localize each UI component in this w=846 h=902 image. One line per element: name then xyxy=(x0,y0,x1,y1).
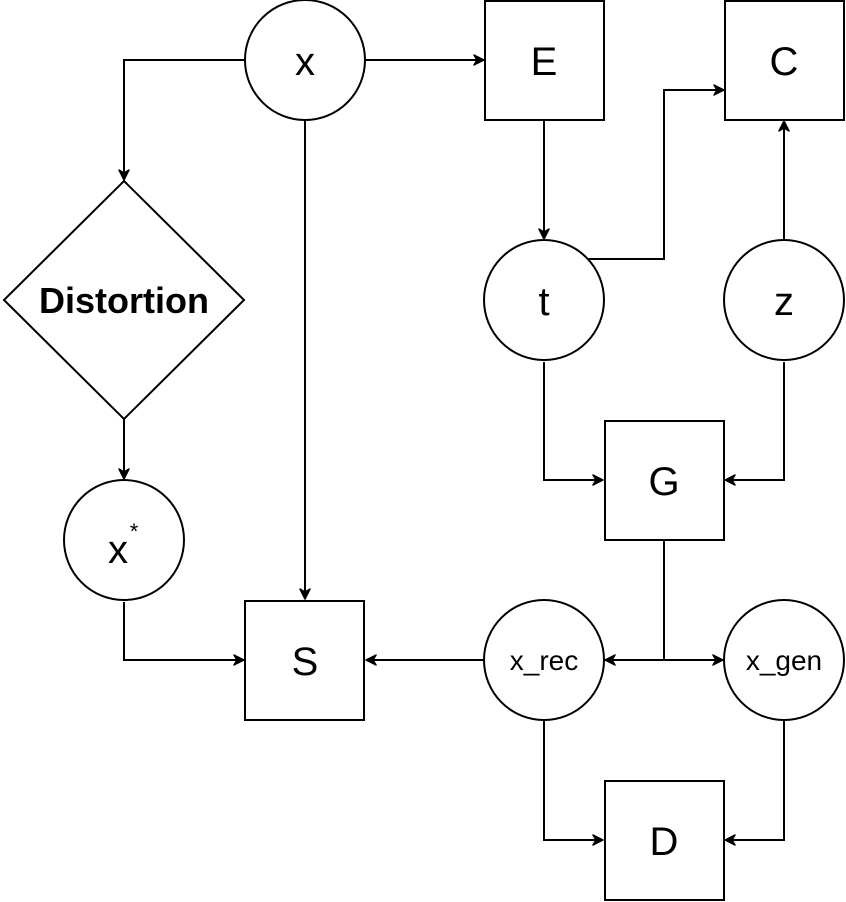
node-x-rec: x_rec xyxy=(483,599,605,721)
node-t: t xyxy=(483,239,605,361)
edge-x-to-distortion xyxy=(118,59,245,181)
node-x-star: x * xyxy=(63,479,185,601)
edge-xrec-to-d xyxy=(543,720,604,846)
node-e: E xyxy=(484,0,605,121)
edge-xgen-to-d xyxy=(724,720,785,846)
node-x-gen: x_gen xyxy=(723,599,845,721)
node-c-label: C xyxy=(770,40,799,84)
edge-z-to-g xyxy=(724,362,785,486)
node-c: C xyxy=(724,0,845,121)
node-t-label: t xyxy=(538,280,549,324)
node-distortion: Distortion xyxy=(2,179,246,421)
node-z: z xyxy=(723,239,845,361)
node-x-rec-label: x_rec xyxy=(510,645,578,676)
node-d: D xyxy=(604,780,725,901)
node-x-star-label: x xyxy=(108,528,128,572)
node-d-label: D xyxy=(650,820,679,864)
node-s: S xyxy=(244,600,365,721)
edges xyxy=(118,54,790,846)
edge-xstar-to-s xyxy=(123,602,245,666)
node-x: x xyxy=(244,0,366,121)
node-x-gen-label: x_gen xyxy=(746,645,822,676)
node-g: G xyxy=(604,420,725,541)
node-distortion-label: Distortion xyxy=(39,280,209,321)
node-g-label: G xyxy=(648,460,679,504)
node-x-star-superscript: * xyxy=(130,519,139,544)
node-e-label: E xyxy=(531,40,558,84)
node-x-label: x xyxy=(295,40,315,84)
node-s-label: S xyxy=(292,640,319,684)
edge-t-to-c xyxy=(588,84,725,260)
node-z-label: z xyxy=(774,280,794,324)
edge-t-to-g xyxy=(543,362,604,486)
